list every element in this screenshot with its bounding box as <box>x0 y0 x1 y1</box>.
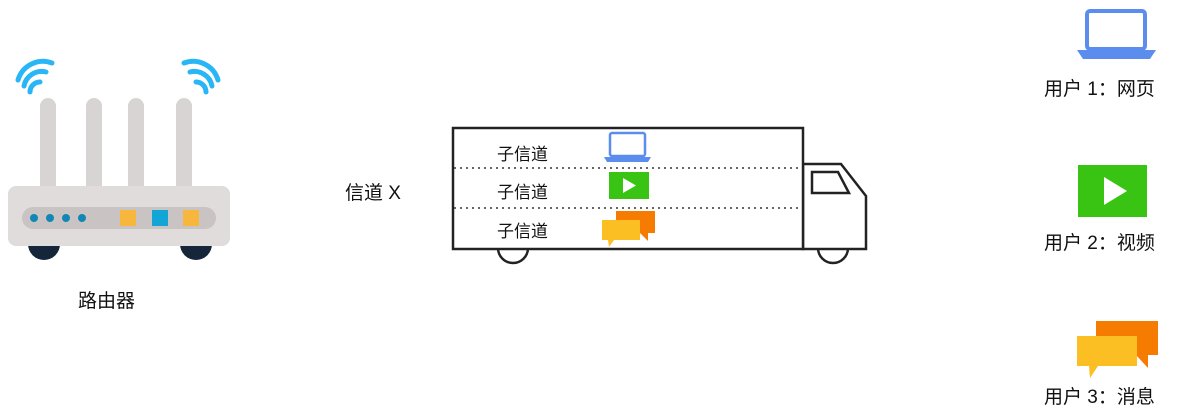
wifi-left-icon <box>15 58 55 95</box>
channel-label: 信道 X <box>345 183 401 204</box>
router-label: 路由器 <box>78 291 136 312</box>
subchannel-2-label: 子信道 <box>497 183 548 202</box>
subchannel-3-label: 子信道 <box>497 222 548 241</box>
user-1-laptop-icon <box>1077 9 1156 59</box>
subchannel-1-laptop-icon <box>604 131 651 162</box>
user-2-label: 用户 2：视频 <box>1044 233 1155 254</box>
wifi-right-icon <box>181 58 221 95</box>
user-3-label: 用户 3：消息 <box>1044 387 1155 408</box>
truck-icon <box>451 126 868 265</box>
subchannel-1-label: 子信道 <box>497 145 548 164</box>
user-3-chat-bubbles-icon <box>1077 321 1158 378</box>
router-icon <box>8 58 230 260</box>
user-1-label: 用户 1：网页 <box>1044 79 1155 100</box>
subchannel-3-chat-bubbles-icon <box>602 211 655 247</box>
user-2-video-play-icon <box>1078 165 1147 217</box>
subchannel-2-video-play-icon <box>609 172 649 199</box>
